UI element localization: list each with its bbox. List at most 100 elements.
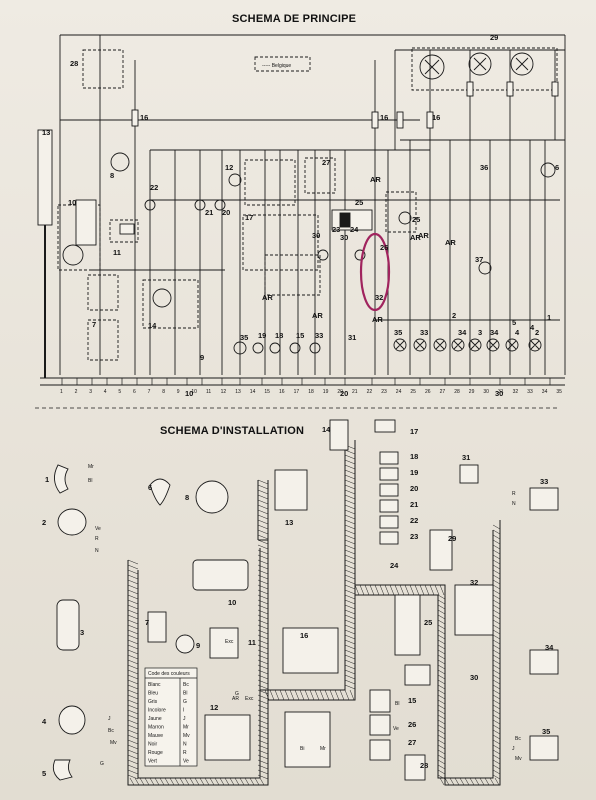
wire-code: Bl (88, 478, 92, 484)
schema-principe-title: SCHEMA DE PRINCIPE (232, 13, 357, 25)
installation-label: 28 (420, 761, 428, 770)
wire-code: R (95, 536, 99, 542)
installation-label: 34 (545, 643, 554, 652)
principe-label: 13 (42, 128, 50, 137)
principe-label: 10 (68, 198, 76, 207)
wire-code: Bc (108, 728, 114, 734)
principe-label: 30 (312, 231, 320, 240)
principe-label: 32 (375, 293, 383, 302)
axis-number: 12 (221, 389, 227, 395)
axis-number: 17 (294, 389, 300, 395)
axis-number: 11 (206, 389, 211, 395)
installation-label: 29 (448, 534, 456, 543)
installation-label: 26 (408, 720, 416, 729)
color-table-code: Ve (183, 759, 189, 765)
highlight-circle-32 (359, 232, 391, 312)
axis-number: 28 (454, 389, 460, 395)
installation-label: 33 (540, 477, 548, 486)
wire-code: Bi (300, 746, 304, 752)
axis-number: 29 (469, 389, 475, 395)
principe-label: 29 (490, 33, 498, 42)
principe-label: 2 (535, 328, 539, 337)
installation-label: 35 (542, 727, 550, 736)
installation-label: 30 (470, 673, 478, 682)
color-table-code: Mr (183, 725, 189, 731)
principe-label: 16 (140, 113, 148, 122)
installation-label: 5 (42, 769, 46, 778)
installation-label: 9 (196, 641, 200, 650)
installation-label: 3 (80, 628, 84, 637)
principe-label: 28 (70, 59, 78, 68)
axis-number: 21 (352, 389, 358, 395)
principe-label: AR (262, 293, 273, 302)
axis-number: 8 (162, 389, 165, 395)
axis-number: 35 (556, 389, 562, 395)
axis-number: 13 (235, 389, 241, 395)
wire-code: J (512, 746, 515, 752)
wire-code: Mv (110, 740, 117, 746)
axis-number: 30 (483, 389, 489, 395)
wire-code: Ve (393, 726, 399, 732)
installation-label: 16 (300, 631, 308, 640)
principe-label: 17 (245, 213, 253, 222)
principe-label: 1 (547, 313, 551, 322)
installation-label: 20 (410, 484, 418, 493)
principe-label: 7 (92, 320, 96, 329)
color-table-header: Code des couleurs (148, 671, 190, 677)
axis-mark: 20 (340, 389, 348, 398)
wire-code: Bl (395, 701, 399, 707)
principe-label: 25 (355, 198, 363, 207)
axis-number: 3 (89, 389, 92, 395)
principe-label: 31 (348, 333, 356, 342)
wire-code: Exc (225, 639, 234, 645)
color-table-name: Jaune (148, 716, 162, 722)
color-table-name: Bleu (148, 691, 158, 697)
principe-label: 14 (148, 321, 157, 330)
color-table-name: Vert (148, 759, 158, 765)
legend-belgique: ----- Belgique (262, 63, 291, 69)
wire-code: AR (232, 696, 239, 702)
color-table-name: Blanc (148, 682, 161, 688)
color-table-code: Bc (183, 682, 189, 688)
wire-code: J (108, 716, 111, 722)
principe-label: 35 (394, 328, 402, 337)
axis-number: 32 (513, 389, 519, 395)
principe-label: AR (372, 315, 383, 324)
axis-number: 14 (250, 389, 256, 395)
wire-code: N (512, 501, 516, 507)
color-table-name: Incolore (148, 708, 166, 714)
color-table-name: Rouge (148, 750, 163, 756)
color-table-code: Mv (183, 733, 190, 739)
axis-mark: 30 (495, 389, 503, 398)
wire-code: G (235, 691, 239, 697)
wire-code: Ve (95, 526, 101, 532)
axis-number: 4 (104, 389, 107, 395)
installation-label: 13 (285, 518, 293, 527)
principe-label: 23 (332, 225, 340, 234)
principe-label: AR (445, 238, 456, 247)
installation-label: 1 (45, 475, 49, 484)
principe-label: 21 (205, 208, 213, 217)
color-table-name: Noir (148, 742, 158, 748)
principe-label: 35 (240, 333, 248, 342)
color-table-name: Marron (148, 725, 164, 731)
principe-label: 25 (412, 215, 420, 224)
installation-label: 17 (410, 427, 418, 436)
installation-label: 18 (410, 452, 418, 461)
principe-label: 34 (490, 328, 499, 337)
wire-code: Mr (320, 746, 326, 752)
principe-label: 20 (222, 208, 230, 217)
color-table-code: N (183, 742, 187, 748)
installation-label: 12 (210, 703, 218, 712)
axis-number: 9 (177, 389, 180, 395)
installation-label: 32 (470, 578, 478, 587)
principe-label: 33 (420, 328, 428, 337)
schema-installation-title: SCHEMA D'INSTALLATION (160, 425, 305, 437)
color-table-name: Mauve (148, 733, 163, 739)
axis-number: 24 (396, 389, 402, 395)
principe-label: 3 (478, 328, 482, 337)
principe-label: 4 (515, 328, 520, 337)
wire-code: N (95, 548, 99, 554)
principe-label: 16 (380, 113, 388, 122)
axis-number: 31 (498, 389, 504, 395)
